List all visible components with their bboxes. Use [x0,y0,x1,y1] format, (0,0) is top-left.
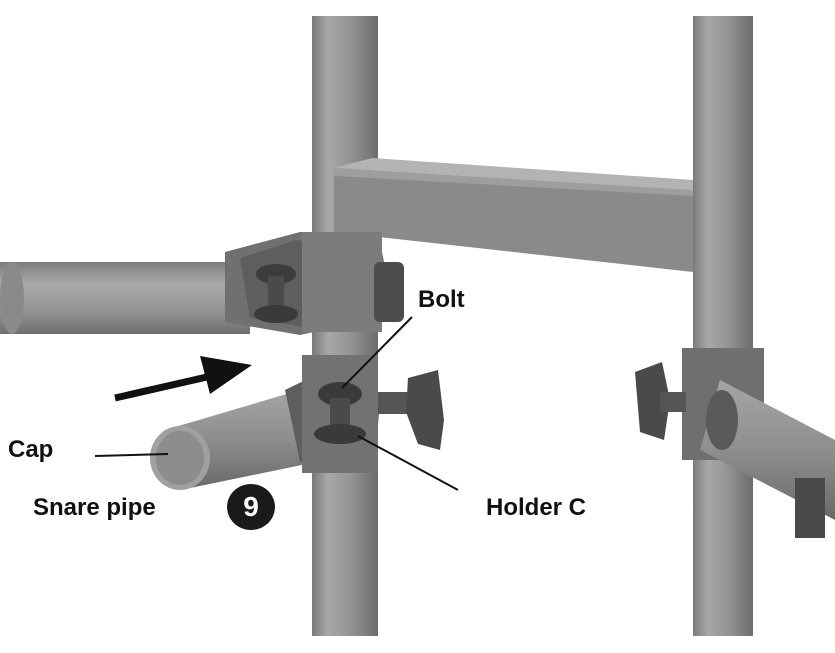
bolt-label: Bolt [418,286,465,313]
holder-c-clamp [285,355,444,473]
bolt-leader-line [341,316,413,389]
right-vertical-pipe [693,16,753,636]
cross-bar [334,168,693,272]
snare-pipe-label: Snare pipe [33,494,156,521]
holder-c-leader-line [357,435,459,491]
insert-arrow [114,356,252,402]
cap-leader-line [94,453,169,457]
snare-pipe [150,390,326,490]
step-number-badge: 9 [227,484,275,530]
upper-left-arm [0,262,250,334]
cap-label: Cap [8,436,54,463]
upper-clamp [225,232,404,335]
right-clamp [635,348,835,538]
holder-c-label: Holder C [486,494,587,521]
